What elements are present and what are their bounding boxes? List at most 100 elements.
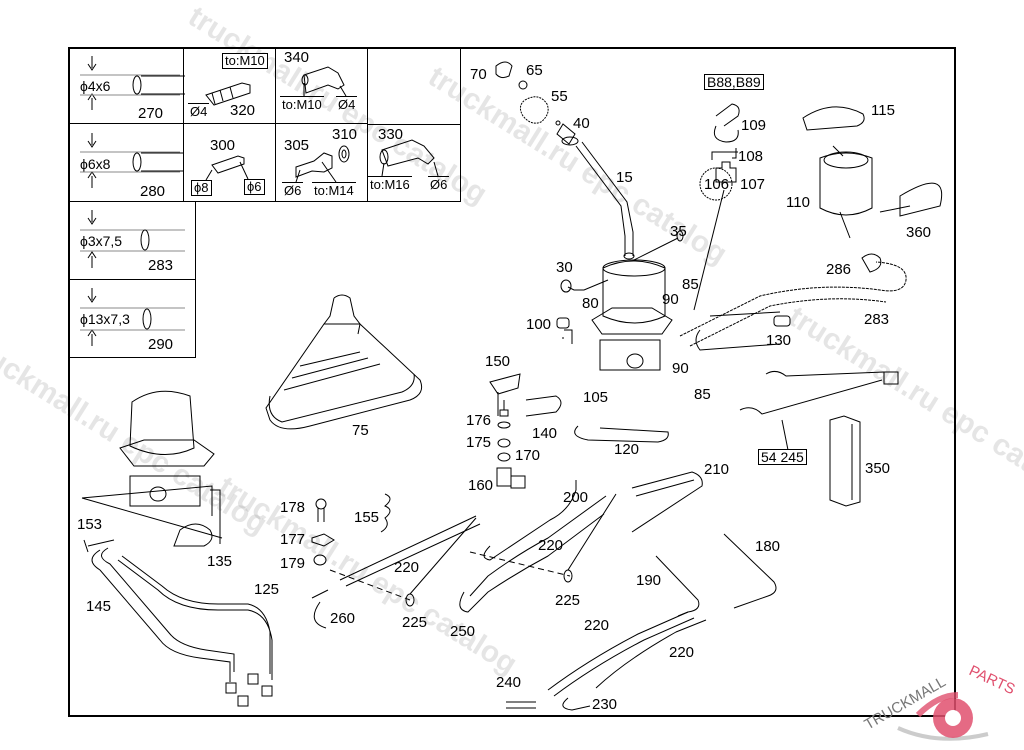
callout-350[interactable]: 350 [865, 460, 891, 477]
legend-cell-340 [276, 47, 368, 124]
callout-225[interactable]: 225 [402, 614, 428, 631]
callout-286[interactable]: 286 [826, 261, 852, 278]
ref-54-245[interactable]: 54 245 [758, 449, 807, 465]
callout-140[interactable]: 140 [532, 425, 558, 442]
thread-spec: to:M16 [368, 176, 412, 192]
callout-85[interactable]: 85 [694, 386, 711, 403]
callout-180[interactable]: 180 [755, 538, 781, 555]
callout-176[interactable]: 176 [466, 412, 492, 429]
part-number-270[interactable]: 270 [138, 105, 164, 122]
callout-125[interactable]: 125 [254, 581, 280, 598]
callout-360[interactable]: 360 [906, 224, 932, 241]
part-number-300[interactable]: 300 [210, 137, 236, 154]
callout-190[interactable]: 190 [636, 572, 662, 589]
callout-106[interactable]: 106 [704, 176, 730, 193]
shift-boot-icon [265, 294, 423, 430]
callout-115[interactable]: 115 [871, 102, 895, 119]
callout-220[interactable]: 220 [669, 644, 695, 661]
callout-135[interactable]: 135 [207, 553, 233, 570]
callout-155[interactable]: 155 [354, 509, 380, 526]
legend-cell-283 [68, 202, 196, 280]
diameter-spec: ϕ6 [244, 179, 265, 195]
callout-35[interactable]: 35 [670, 223, 687, 240]
callout-283[interactable]: 283 [864, 311, 890, 328]
callout-107[interactable]: 107 [740, 176, 766, 193]
callout-153[interactable]: 153 [77, 516, 103, 533]
callout-250[interactable]: 250 [450, 623, 476, 640]
callout-109[interactable]: 109 [741, 117, 767, 134]
tube-icon [679, 261, 907, 351]
callout-105[interactable]: 105 [583, 389, 609, 406]
callout-177[interactable]: 177 [280, 531, 306, 548]
callout-55[interactable]: 55 [551, 88, 568, 105]
callout-80[interactable]: 80 [582, 295, 599, 312]
bracket-icon [489, 373, 669, 443]
part-number-290[interactable]: 290 [148, 336, 174, 353]
callout-179[interactable]: 179 [280, 555, 306, 572]
callout-220[interactable]: 220 [584, 617, 610, 634]
part-number-305[interactable]: 305 [284, 137, 310, 154]
hose-dimension: ϕ6x8 [80, 156, 111, 172]
thread-spec: to:M14 [312, 182, 356, 198]
legend-cell-300 [184, 124, 276, 202]
reservoir-icon [802, 106, 942, 273]
callout-200[interactable]: 200 [563, 489, 589, 506]
callout-160[interactable]: 160 [468, 477, 494, 494]
part-number-330[interactable]: 330 [378, 126, 404, 143]
pad-icon [829, 415, 861, 507]
part-number-310[interactable]: 310 [332, 126, 358, 143]
callout-230[interactable]: 230 [592, 696, 618, 713]
ref-b88-b89[interactable]: B88,B89 [704, 74, 764, 90]
callout-145[interactable]: 145 [86, 598, 112, 615]
callout-90[interactable]: 90 [672, 360, 689, 377]
callout-70[interactable]: 70 [470, 66, 487, 83]
truckmall-parts-logo: TRUCKMALL PARTS [862, 662, 1018, 741]
diameter-spec: Ø4 [188, 103, 210, 119]
callout-150[interactable]: 150 [485, 353, 511, 370]
diameter-spec: Ø6 [282, 182, 304, 198]
cable-icon [739, 370, 899, 451]
callout-220[interactable]: 220 [394, 559, 420, 576]
bolt-icon [311, 493, 391, 566]
callout-120[interactable]: 120 [614, 441, 640, 458]
callout-110[interactable]: 110 [786, 194, 810, 211]
callout-75[interactable]: 75 [352, 422, 369, 439]
callout-175[interactable]: 175 [466, 434, 492, 451]
callout-225[interactable]: 225 [555, 592, 581, 609]
callout-90[interactable]: 90 [662, 291, 679, 308]
shift-knob-icon [495, 61, 579, 146]
callout-220[interactable]: 220 [538, 537, 564, 554]
callout-15[interactable]: 15 [616, 169, 633, 186]
callout-65[interactable]: 65 [526, 62, 543, 79]
shifter-housing-icon [556, 230, 684, 371]
diagram-frame [68, 47, 956, 717]
part-number-320[interactable]: 320 [230, 102, 256, 119]
legend-cell-330 [368, 124, 461, 202]
hose-lines-icon [311, 471, 777, 711]
callout-40[interactable]: 40 [573, 115, 590, 132]
callout-170[interactable]: 170 [515, 447, 541, 464]
callout-100[interactable]: 100 [526, 316, 552, 333]
legend-cell-290 [68, 280, 196, 358]
callout-108[interactable]: 108 [738, 148, 764, 165]
shifter-assembly-icon [81, 390, 273, 707]
callout-240[interactable]: 240 [496, 674, 522, 691]
callout-85[interactable]: 85 [682, 276, 699, 293]
thread-spec: to:M10 [280, 96, 324, 112]
diameter-spec: ϕ8 [191, 180, 212, 196]
callout-30[interactable]: 30 [556, 259, 573, 276]
hose-dimension: ϕ13x7,3 [80, 311, 130, 327]
part-number-280[interactable]: 280 [140, 183, 166, 200]
thread-spec: to:M10 [222, 53, 268, 69]
legend-cell-280 [68, 124, 184, 202]
legend-cell-320 [184, 47, 276, 124]
fitting-icon [205, 66, 439, 183]
part-number-283[interactable]: 283 [148, 257, 174, 274]
callout-130[interactable]: 130 [766, 332, 792, 349]
callout-178[interactable]: 178 [280, 499, 306, 516]
callout-260[interactable]: 260 [330, 610, 356, 627]
part-number-340[interactable]: 340 [284, 49, 310, 66]
logo-text-accent: PARTS [966, 662, 1017, 698]
callout-210[interactable]: 210 [704, 461, 730, 478]
